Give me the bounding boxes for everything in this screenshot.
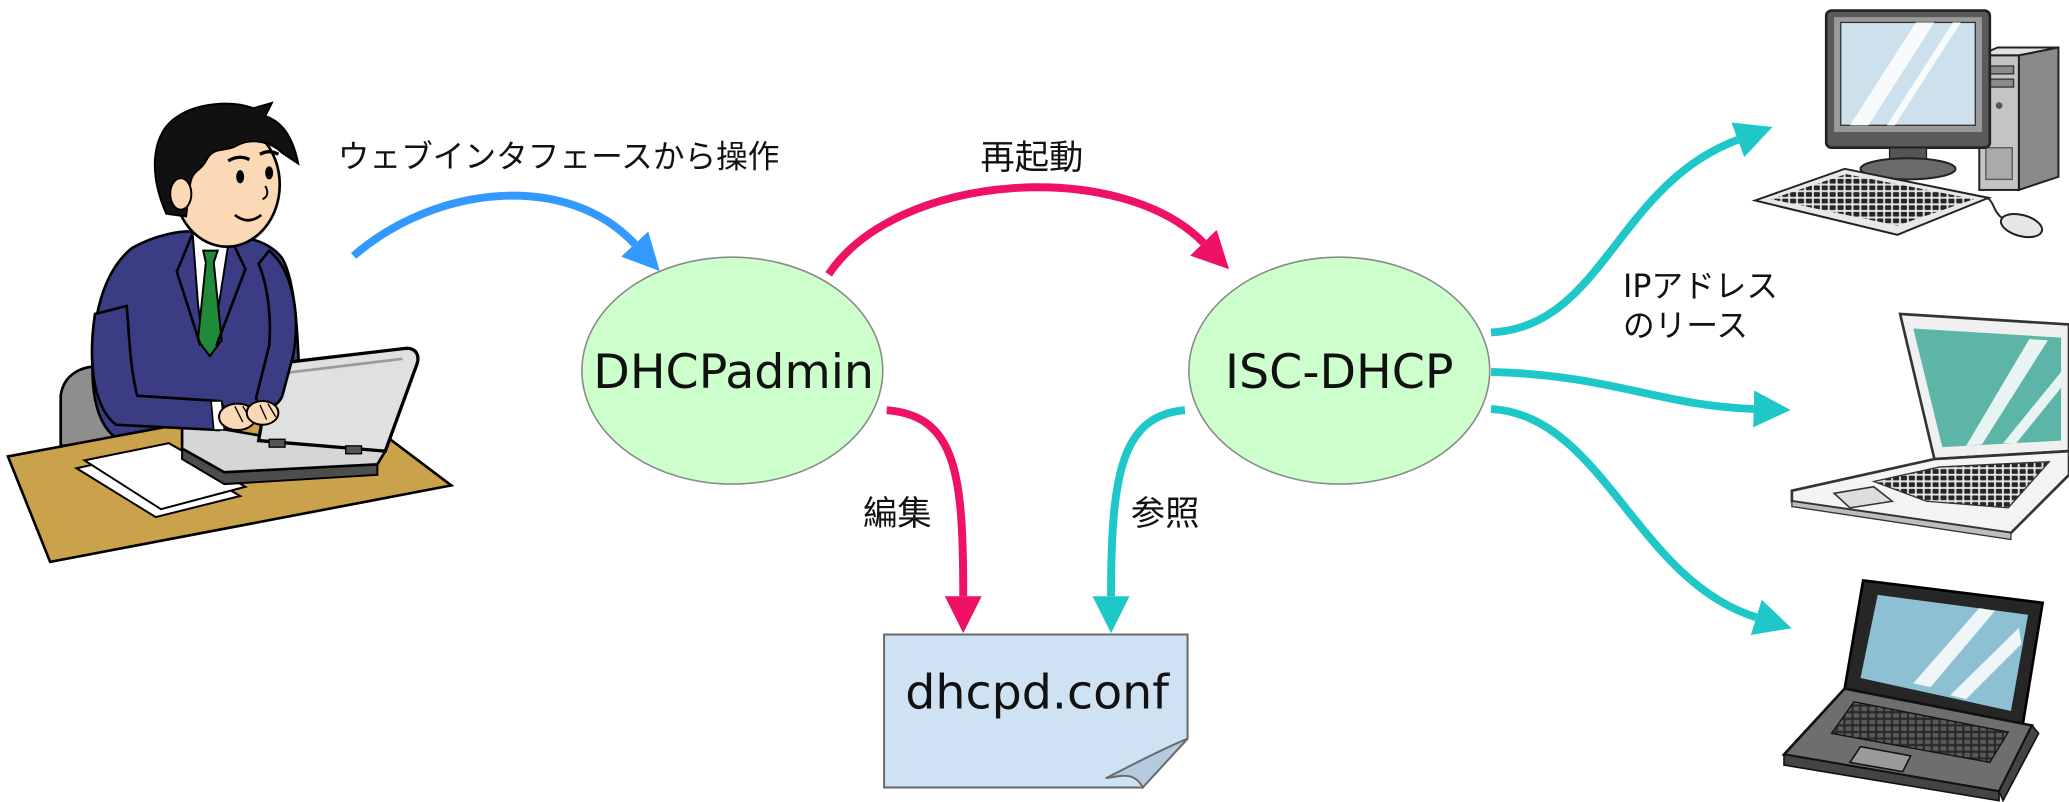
netbook-base-side-edge [1998, 724, 2040, 802]
arrow-ip-lease-netbook [1490, 404, 1792, 635]
laptop-hinge [268, 438, 286, 448]
node-dhcpadmin-shape [581, 256, 884, 485]
screen-glare [1849, 22, 1935, 126]
mouse-cable [1986, 197, 2004, 220]
node-isc-dhcp-label: ISC-DHCP [1225, 345, 1454, 400]
screen-glare [1913, 608, 1996, 688]
node-config-file: dhcpd.conf [883, 633, 1189, 790]
ear [169, 177, 193, 211]
netbook-base-front-edge [1783, 753, 2000, 802]
nose [262, 185, 269, 201]
keyboard-keys [1830, 701, 2010, 764]
keyboard-keys [1871, 460, 2051, 509]
label-edit: 編集 [863, 494, 932, 534]
node-isc-dhcp: ISC-DHCP [1188, 256, 1491, 485]
arrow-web-operation [351, 191, 660, 272]
label-ip-lease-line1: IPアドレス [1623, 269, 1778, 305]
tower-side [2017, 46, 2060, 192]
arrow-edit [886, 406, 982, 634]
eyebrow-left [227, 155, 251, 163]
desktop-pc-icon [1751, 9, 2060, 239]
paper-sheet-front [81, 442, 249, 511]
power-button [1995, 102, 2003, 109]
necktie [196, 249, 223, 358]
laptop-lid [256, 346, 420, 453]
laptop-lid-edge [282, 357, 403, 375]
arrow-ip-lease-desktop [1490, 122, 1773, 337]
screen-glare [1966, 339, 2048, 446]
person-at-laptop-icon [6, 101, 455, 564]
eyebrow-right [259, 150, 280, 156]
eye-right [265, 166, 274, 180]
label-ip-lease-line2: のリース [1623, 308, 1748, 344]
hair [153, 101, 300, 218]
screen-glare [1886, 22, 1961, 126]
eye-left [236, 170, 245, 184]
fingers-right [259, 403, 277, 420]
node-dhcpadmin: DHCPadmin [581, 256, 884, 485]
screen-glare [1950, 627, 2022, 700]
touchpad [1848, 745, 1912, 773]
arrow-restart [825, 183, 1230, 277]
label-reference: 参照 [1131, 494, 1200, 534]
monitor-base [1859, 157, 1957, 181]
tower-vent [1985, 147, 2013, 181]
laptop-hinge [345, 445, 363, 455]
keyboard-keys [1770, 174, 1974, 226]
mouth [234, 213, 263, 222]
laptop-icon [1790, 312, 2069, 541]
node-dhcpadmin-label: DHCPadmin [593, 345, 874, 400]
screen-glare [2003, 371, 2062, 444]
arrow-ip-lease-laptop [1490, 368, 1791, 428]
lapel-left [175, 232, 202, 347]
mouse [1999, 213, 2044, 239]
label-web-operation: ウェブインタフェースから操作 [338, 140, 780, 176]
node-config-file-label: dhcpd.conf [905, 665, 1170, 720]
netbook-icon [1781, 578, 2045, 802]
document-folded-corner [1105, 737, 1189, 790]
touchpad [1832, 485, 1895, 509]
node-isc-dhcp-shape [1188, 256, 1491, 485]
arrow-reference [1092, 406, 1186, 634]
label-restart: 再起動 [980, 138, 1083, 178]
laptop-base-front-edge [1791, 500, 2012, 541]
